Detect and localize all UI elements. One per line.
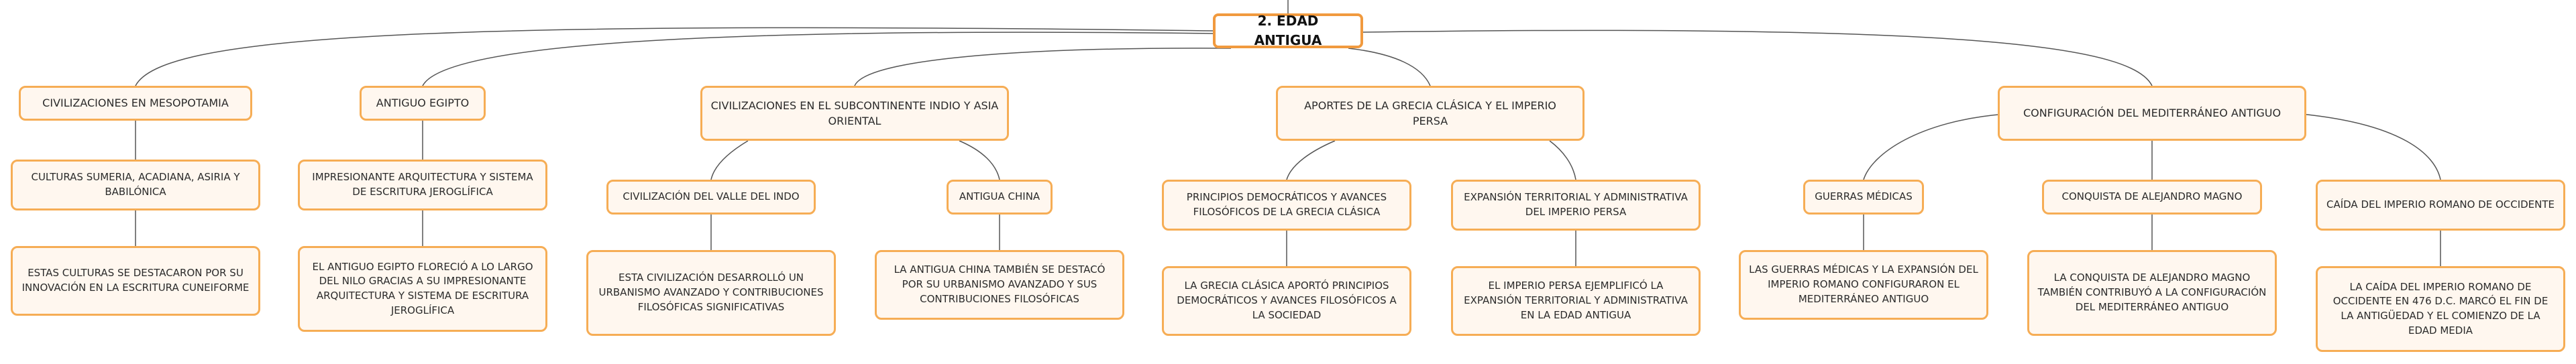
connector-line [422,32,1214,86]
branch-grecia-persia[interactable]: APORTES DE LA GRECIA CLÁSICA Y EL IMPERI… [1276,86,1585,141]
node-antigua-china-detalle[interactable]: LA ANTIGUA CHINA TAMBIÉN SE DESTACÓ POR … [875,250,1124,320]
node-persa-detalle[interactable]: EL IMPERIO PERSA EJEMPLIFICÓ LA EXPANSIÓ… [1451,266,1701,336]
node-valle-indo-detalle[interactable]: ESTA CIVILIZACIÓN DESARROLLÓ UN URBANISM… [586,250,836,336]
node-antigua-china[interactable]: ANTIGUA CHINA [947,180,1053,215]
node-arquitectura-egipto[interactable]: IMPRESIONANTE ARQUITECTURA Y SISTEMA DE … [298,160,547,210]
connector-line [710,140,749,180]
connector-line [1362,29,2153,86]
node-grecia-detalle[interactable]: LA GRECIA CLÁSICA APORTÓ PRINCIPIOS DEMO… [1162,266,1411,336]
connector-line [1863,113,2006,180]
node-alejandro-magno[interactable]: CONQUISTA DE ALEJANDRO MAGNO [2042,180,2262,215]
connector-line [135,27,1214,86]
connector-line [1286,140,1336,180]
branch-mesopotamia[interactable]: CIVILIZACIONES EN MESOPOTAMIA [19,86,252,121]
node-egipto-nilo[interactable]: EL ANTIGUO EGIPTO FLORECIÓ A LO LARGO DE… [298,246,547,332]
branch-antiguo-egipto[interactable]: ANTIGUO EGIPTO [360,86,486,121]
node-caida-roma-detalle[interactable]: LA CAÍDA DEL IMPERIO ROMANO DE OCCIDENTE… [2316,266,2565,352]
node-expansion-persa[interactable]: EXPANSIÓN TERRITORIAL Y ADMINISTRATIVA D… [1451,180,1701,231]
node-guerras-medicas[interactable]: GUERRAS MÉDICAS [1803,180,1924,215]
branch-subcontinente-indio-asia[interactable]: CIVILIZACIONES EN EL SUBCONTINENTE INDIO… [700,86,1009,141]
node-culturas-mesopotamia[interactable]: CULTURAS SUMERIA, ACADIANA, ASIRIA Y BAB… [11,160,260,210]
connector-line [1549,140,1576,180]
node-principios-democraticos[interactable]: PRINCIPIOS DEMOCRÁTICOS Y AVANCES FILOSÓ… [1162,180,1411,231]
node-guerras-medicas-detalle[interactable]: LAS GUERRAS MÉDICAS Y LA EXPANSIÓN DEL I… [1739,250,1988,320]
node-caida-roma[interactable]: CAÍDA DEL IMPERIO ROMANO DE OCCIDENTE [2316,180,2565,231]
node-valle-indo[interactable]: CIVILIZACIÓN DEL VALLE DEL INDO [606,180,816,215]
branch-mediterraneo-antiguo[interactable]: CONFIGURACIÓN DEL MEDITERRÁNEO ANTIGUO [1998,86,2306,141]
node-escritura-cuneiforme[interactable]: ESTAS CULTURAS SE DESTACARON POR SU INNO… [11,246,260,316]
node-alejandro-magno-detalle[interactable]: LA CONQUISTA DE ALEJANDRO MAGNO TAMBIÉN … [2027,250,2277,336]
connector-line [959,140,1000,180]
root-node-title[interactable]: 2. EDAD ANTIGUA [1213,13,1363,48]
connector-line [2300,113,2441,180]
connector-line [1348,48,1431,86]
connector-line [854,48,1232,86]
